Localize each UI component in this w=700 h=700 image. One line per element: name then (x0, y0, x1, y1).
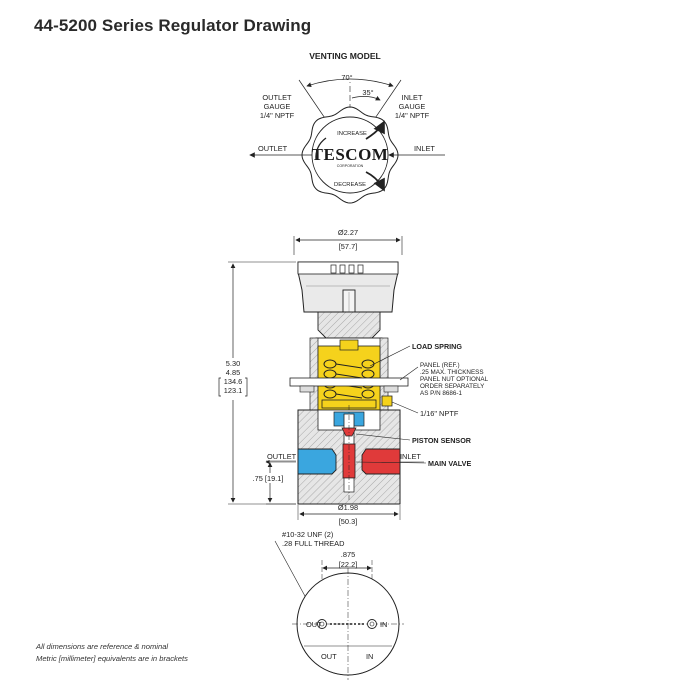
port-height-label: .75 [19.1] (253, 474, 284, 483)
decrease-label: DECREASE (334, 182, 366, 188)
panel-note-2: .25 MAX. THICKNESS (420, 369, 484, 376)
drawing-notes: All dimensions are reference & nominal M… (36, 641, 188, 665)
in-mount-hole (367, 619, 377, 629)
port-spacing-mm-label: [22.2] (339, 560, 358, 569)
main-valve-label: MAIN VALVE (428, 459, 471, 468)
angle-70-arc (306, 78, 394, 88)
bottom-out-port-label: OUT (321, 652, 337, 661)
knob-dia-mm-label: [57.7] (339, 242, 358, 251)
increase-label: INCREASE (337, 131, 367, 137)
inlet-gauge-label-1: INLET (402, 93, 423, 102)
bottom-view: #10-32 UNF (2) .28 FULL THREAD .875 [22.… (274, 530, 404, 680)
panel-note-5: AS P/N 8686-1 (420, 390, 463, 397)
knob-top-band (297, 261, 399, 275)
outlet-gauge-label-3: 1/4" NPTF (260, 111, 295, 120)
out-mount-hole (317, 619, 327, 629)
knob-dia-label: Ø2.27 (338, 228, 358, 237)
outlet-gauge-label-1: OUTLET (262, 93, 292, 102)
panel-note-3: PANEL NUT OPTIONAL (420, 376, 489, 383)
panel-note-1: PANEL (REF.) (420, 362, 460, 369)
venting-model-heading: VENTING MODEL (309, 51, 381, 61)
bottom-in-port-label: IN (366, 652, 373, 661)
main-valve-leader (355, 461, 427, 464)
side-view: Ø2.27 [57.7] (218, 228, 489, 526)
bottom-in-hole-label: IN (380, 620, 387, 629)
tescom-logo: TESCOM (312, 145, 389, 164)
top-inlet-label: INLET (414, 144, 435, 153)
load-spring-leader (369, 345, 411, 367)
note-1: All dimensions are reference & nominal (36, 642, 169, 651)
angle-35-label: 35° (362, 88, 373, 97)
top-outlet-label: OUTLET (258, 144, 288, 153)
top-view: VENTING MODEL 70° 35° OUTLET GAUGE 1/4" … (249, 51, 445, 204)
inlet-port (361, 448, 401, 475)
angle-70-label: 70° (341, 73, 352, 82)
thread-spec-2: .28 FULL THREAD (282, 539, 344, 548)
vent-port (381, 395, 393, 407)
body-dia-label: Ø1.98 (338, 503, 358, 512)
side-inlet-label: INLET (400, 452, 421, 461)
bottom-out-hole-label: OUT (306, 620, 322, 629)
height-1-mm-label: 134.6 (224, 377, 243, 386)
height-2-mm-label: 123.1 (224, 386, 243, 395)
piston-sensor-leader (355, 433, 411, 441)
inlet-gauge-label-2: GAUGE (399, 102, 426, 111)
inlet-gauge-label-3: 1/4" NPTF (395, 111, 430, 120)
vent-port-label: 1/16" NPTF (420, 409, 459, 418)
decrease-arrow-icon (365, 171, 385, 192)
panel-note-4: ORDER SEPARATELY (420, 383, 485, 390)
height-2-label: 4.85 (226, 368, 240, 377)
load-spring-label: LOAD SPRING (412, 342, 462, 351)
piston-sensor-label: PISTON SENSOR (412, 436, 472, 445)
angle-35-arc (351, 95, 381, 101)
outlet-port (297, 448, 337, 475)
panel-ref (289, 377, 409, 387)
increase-arrow-icon (365, 120, 385, 140)
side-outlet-label: OUTLET (267, 452, 297, 461)
panel-leader (399, 366, 419, 381)
vent-port-leader (391, 401, 419, 414)
drawing-title: 44-5200 Series Regulator Drawing (34, 16, 312, 35)
port-spacing-label: .875 (341, 550, 355, 559)
tescom-logo-sub: CORPORATION (337, 164, 364, 168)
height-1-label: 5.30 (226, 359, 240, 368)
note-2: Metric [millimeter] equivalents are in b… (36, 654, 188, 663)
thread-spec-1: #10-32 UNF (2) (282, 530, 333, 539)
bonnet-cap (317, 311, 381, 339)
outlet-gauge-label-2: GAUGE (264, 102, 291, 111)
increase-arc-left (315, 137, 327, 161)
body-dia-mm-label: [50.3] (339, 517, 358, 526)
